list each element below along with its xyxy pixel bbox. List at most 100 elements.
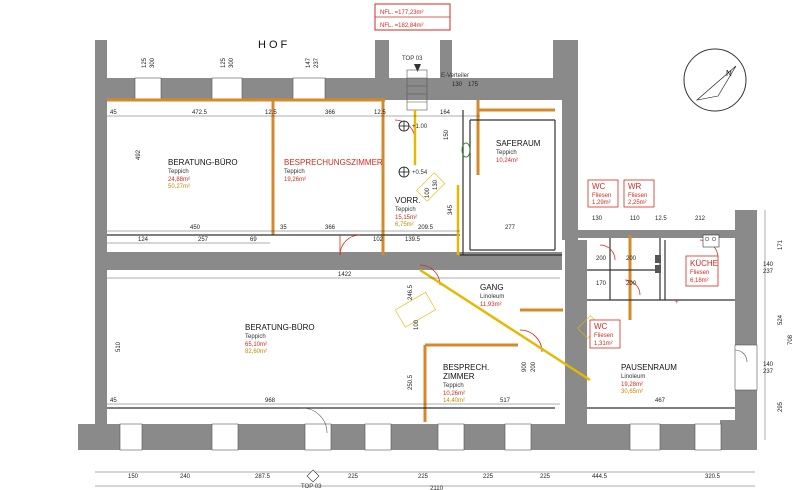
svg-text:237: 237 [763, 269, 774, 275]
room-pausenraum: PAUSENRAUM Linoleum 19,28m² 30,65m² [621, 363, 677, 395]
svg-text:100: 100 [414, 319, 420, 330]
svg-text:Teppich: Teppich [284, 169, 305, 175]
staircase [406, 69, 428, 111]
north-label: N [726, 69, 732, 78]
room-beratung-buero-1: BERATUNG-BÜRO Teppich 24,88m² 50,27m² [168, 158, 238, 190]
svg-text:Teppich: Teppich [496, 150, 517, 156]
svg-text:225: 225 [540, 474, 551, 480]
svg-text:11,93m²: 11,93m² [480, 302, 502, 308]
svg-text:237: 237 [763, 369, 774, 375]
svg-text:444.5: 444.5 [592, 474, 608, 480]
svg-text:24,88m²: 24,88m² [168, 177, 190, 183]
right-dimensions: 140 237 140 237 524 708 295 171 [763, 239, 794, 412]
svg-text:139.5: 139.5 [405, 237, 421, 243]
svg-text:12.5: 12.5 [374, 110, 386, 116]
svg-text:69: 69 [250, 237, 257, 243]
svg-text:1,31m²: 1,31m² [594, 341, 613, 347]
bottom-dimensions: 150 240 287.5 225 225 225 225 444.5 320.… [128, 474, 721, 490]
escape-route [413, 110, 591, 382]
level-1: +1.00 [412, 124, 428, 130]
dimension-lines [95, 115, 766, 487]
level-2: +0.54 [412, 170, 428, 176]
svg-text:175: 175 [468, 82, 479, 88]
svg-text:467: 467 [655, 398, 666, 404]
room-kueche: KÜCHE Fliesen 6,18m² [685, 255, 719, 287]
bottom-windows [119, 423, 722, 451]
top-windows [134, 77, 326, 101]
svg-text:130: 130 [452, 82, 463, 88]
svg-text:225: 225 [483, 474, 494, 480]
svg-text:100: 100 [425, 187, 431, 198]
svg-text:140: 140 [763, 362, 774, 368]
svg-text:510: 510 [116, 341, 122, 352]
svg-text:WR: WR [628, 182, 642, 191]
svg-text:147: 147 [306, 57, 312, 68]
svg-text:6,18m²: 6,18m² [690, 278, 709, 284]
svg-text:164: 164 [440, 110, 451, 116]
room-wc-2: WC Fliesen 1,31m² [589, 319, 621, 349]
svg-text:Linoleum: Linoleum [621, 374, 645, 380]
svg-text:SAFERAUM: SAFERAUM [496, 139, 541, 148]
svg-text:Fliesen: Fliesen [594, 333, 613, 339]
e-verteiler-label: E-Verteiler [441, 73, 469, 79]
north-arrow-icon: N [683, 48, 747, 112]
toilet-icon [461, 142, 471, 158]
svg-text:125: 125 [221, 57, 227, 68]
area-summary: NFL. =177,23m² NFL. =182,84m² [374, 3, 451, 31]
svg-text:65,10m²: 65,10m² [245, 342, 267, 348]
svg-text:2110: 2110 [430, 486, 444, 490]
svg-text:171: 171 [778, 239, 784, 250]
svg-text:287.5: 287.5 [255, 474, 271, 480]
svg-text:237: 237 [314, 57, 320, 68]
svg-text:125: 125 [142, 57, 148, 68]
level-markers: +1.00 +0.54 [398, 120, 428, 178]
svg-text:110: 110 [630, 216, 640, 222]
svg-text:WC: WC [592, 182, 606, 191]
svg-text:Teppich: Teppich [395, 207, 416, 213]
svg-text:VORR.: VORR. [395, 196, 420, 205]
svg-text:GANG: GANG [480, 283, 504, 292]
svg-text:472.5: 472.5 [192, 110, 208, 116]
svg-text:19,28m²: 19,28m² [621, 382, 643, 388]
svg-text:200: 200 [531, 361, 537, 372]
interior-walls [107, 98, 632, 422]
svg-text:6,75m²: 6,75m² [395, 222, 414, 228]
svg-text:30,65m²: 30,65m² [621, 389, 643, 395]
svg-text:300: 300 [150, 57, 156, 68]
svg-text:225: 225 [348, 474, 359, 480]
wc-dimensions: 130 12.5 212 110 200 200 200 170 [592, 216, 706, 287]
svg-text:900: 900 [522, 361, 528, 372]
svg-text:150: 150 [444, 129, 450, 140]
grey-doors [301, 349, 748, 434]
svg-text:Teppich: Teppich [443, 383, 464, 389]
svg-text:300: 300 [229, 57, 235, 68]
svg-text:130: 130 [592, 216, 603, 222]
svg-text:BESPRECHUNGSZIMMER: BESPRECHUNGSZIMMER [284, 158, 383, 167]
svg-text:BERATUNG-BÜRO: BERATUNG-BÜRO [168, 158, 238, 167]
room-gang: GANG Linoleum 11,93m² [480, 283, 504, 308]
svg-text:209.5: 209.5 [418, 225, 434, 231]
svg-text:257: 257 [198, 237, 209, 243]
svg-text:12.5: 12.5 [265, 110, 277, 116]
svg-text:212: 212 [695, 216, 706, 222]
svg-text:295: 295 [778, 401, 784, 412]
svg-text:10,26m²: 10,26m² [443, 391, 465, 397]
svg-text:Teppich: Teppich [245, 334, 266, 340]
row-dimensions: 450 35 366 102 209.5 139.5 277 124 257 6… [138, 225, 516, 243]
svg-text:Linoleum: Linoleum [480, 294, 504, 300]
middle-dimensions: 1422 246.5 517 968 467 250.5 510 [116, 272, 666, 404]
right-window [734, 344, 758, 391]
svg-text:968: 968 [265, 398, 276, 404]
svg-text:130: 130 [433, 179, 439, 190]
svg-text:450: 450 [190, 225, 201, 231]
room-besprech-zimmer: BESPRECH. ZIMMER Teppich 10,26m² 14,40m² [443, 363, 489, 404]
svg-text:250.5: 250.5 [408, 374, 414, 390]
svg-text:240: 240 [180, 474, 191, 480]
room-wr: WR Fliesen 2,25m² [623, 179, 655, 208]
svg-text:82,60m²: 82,60m² [245, 349, 267, 355]
svg-text:366: 366 [325, 110, 336, 116]
svg-text:1,29m²: 1,29m² [592, 200, 611, 206]
svg-text:Teppich: Teppich [168, 169, 189, 175]
svg-text:140: 140 [763, 262, 774, 268]
